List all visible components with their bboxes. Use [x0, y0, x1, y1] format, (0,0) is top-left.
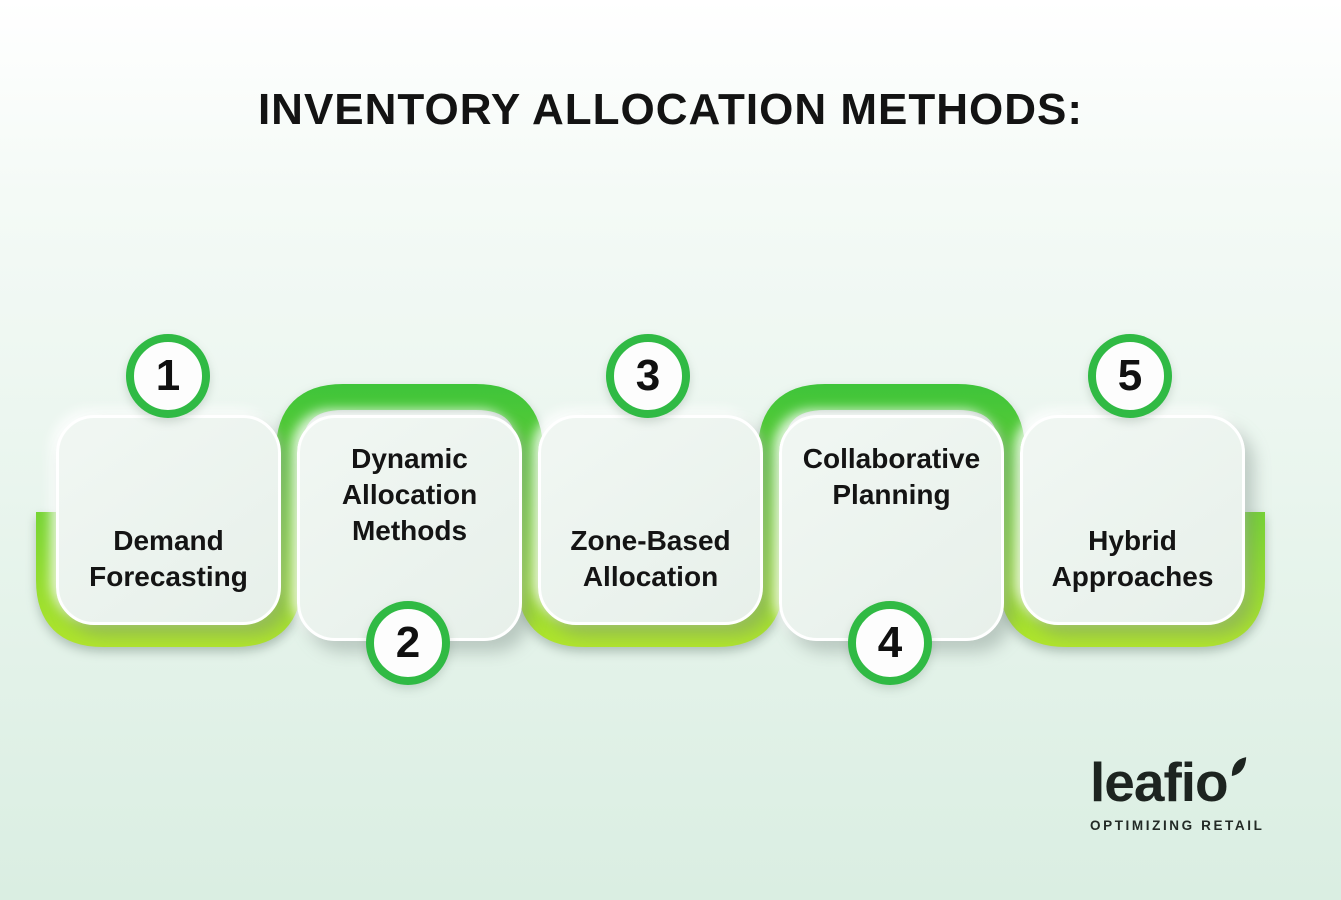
step-circle-5: 5	[1088, 334, 1172, 418]
step-number-5: 5	[1117, 351, 1143, 400]
step-circle-2: 2	[366, 601, 450, 685]
method-card-3-label: Zone-Based Allocation	[570, 525, 731, 592]
method-card-1-label: Demand Forecasting	[89, 525, 248, 592]
method-card-2: Dynamic Allocation Methods	[297, 415, 522, 641]
step-circle-4: 4	[848, 601, 932, 685]
step-number-2: 2	[395, 618, 421, 667]
method-card-1: Demand Forecasting	[56, 415, 281, 625]
page-title: INVENTORY ALLOCATION METHODS:	[257, 85, 1084, 134]
step-circle-1: 1	[126, 334, 210, 418]
method-card-4: Collaborative Planning	[779, 415, 1004, 641]
leaf-icon	[1231, 757, 1246, 776]
step-circle-3: 3	[606, 334, 690, 418]
method-card-5: Hybrid Approaches	[1020, 415, 1245, 625]
brand-logo-text: leafio	[1090, 755, 1246, 810]
method-card-5-label: Hybrid Approaches	[1051, 525, 1214, 592]
ribbon-path	[36, 384, 1265, 647]
step-number-3: 3	[635, 351, 661, 400]
method-card-2-label: Dynamic Allocation Methods	[341, 443, 478, 546]
brand-tagline: OPTIMIZING RETAIL	[1090, 818, 1265, 833]
step-number-4: 4	[877, 618, 903, 667]
brand-logo: leafio OPTIMIZING RETAIL	[1090, 755, 1290, 834]
step-number-1: 1	[155, 351, 181, 400]
method-card-3: Zone-Based Allocation	[538, 415, 763, 625]
brand-logo-wordmark: leafio	[1090, 751, 1229, 813]
method-card-4-label: Collaborative Planning	[802, 443, 981, 510]
